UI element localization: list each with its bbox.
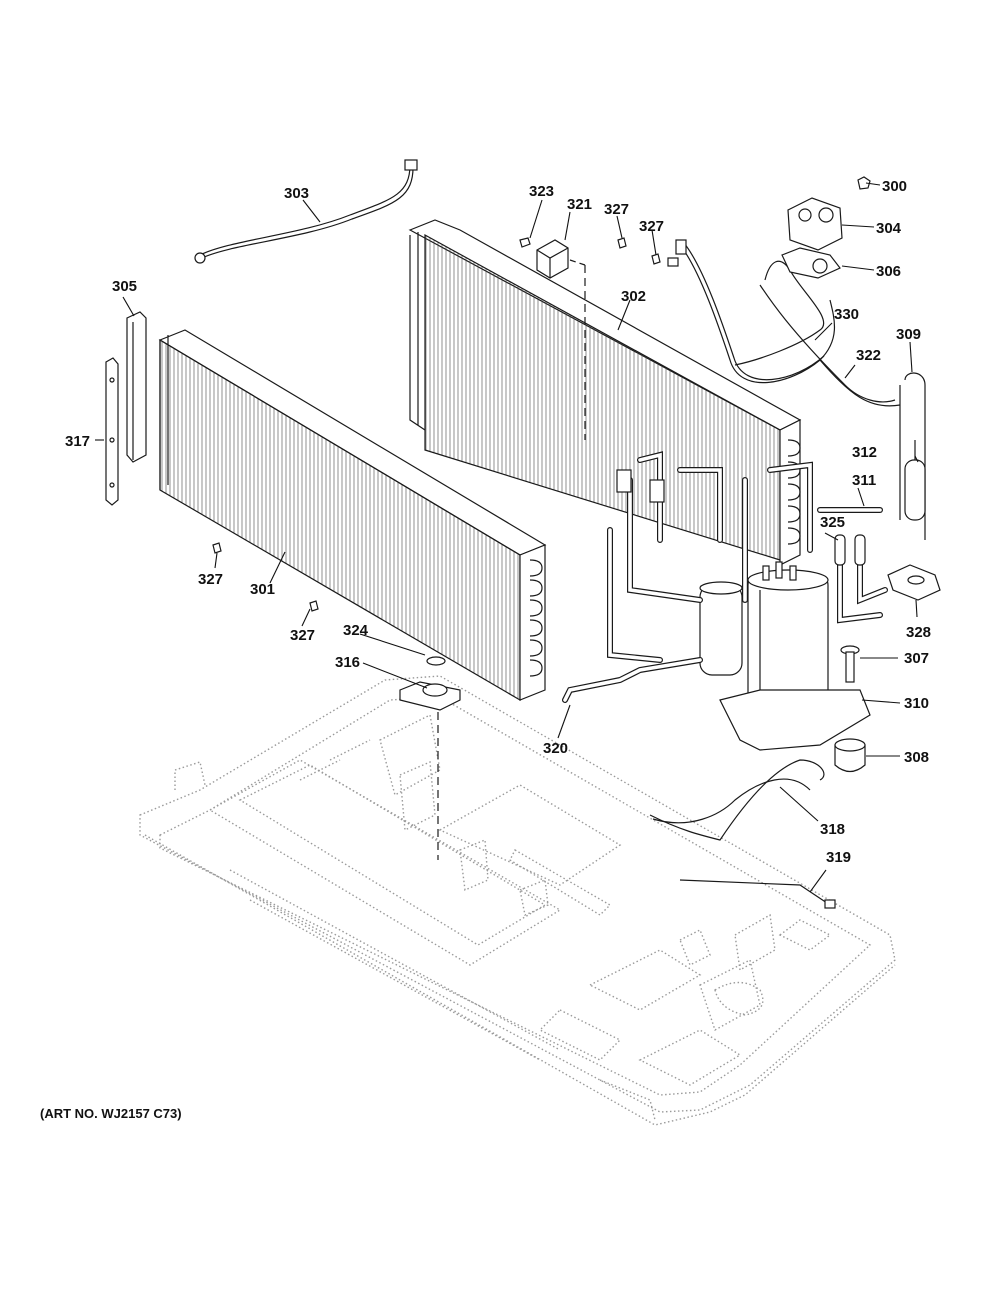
base-pan — [139, 675, 896, 1126]
label-301: 301 — [250, 581, 275, 598]
label-320: 320 — [543, 740, 568, 757]
label-322: 322 — [856, 347, 881, 364]
bolt — [840, 645, 860, 683]
label-303: 303 — [284, 185, 309, 202]
label-327-a: 327 — [604, 201, 629, 218]
evaporator-coil — [408, 219, 802, 566]
thermistor-wire — [649, 759, 836, 909]
refrigerant-tubing — [562, 451, 888, 703]
washer — [426, 656, 446, 666]
motor-mount — [399, 681, 461, 860]
sensor-wires — [667, 239, 901, 407]
part-labels: 300 301 302 303 304 305 306 307 308 309 … — [65, 178, 931, 866]
label-327-d: 327 — [290, 627, 315, 644]
label-323: 323 — [529, 183, 554, 200]
condenser-coil — [158, 329, 547, 702]
label-302: 302 — [621, 288, 646, 305]
label-328: 328 — [906, 624, 931, 641]
label-308: 308 — [904, 749, 929, 766]
screw — [519, 237, 531, 248]
wire-harness — [194, 159, 418, 264]
accumulator — [817, 372, 926, 540]
side-seal — [126, 311, 147, 463]
screw-small — [212, 237, 661, 612]
leader-lines — [95, 182, 919, 893]
compressor — [699, 561, 871, 751]
label-327-c: 327 — [198, 571, 223, 588]
label-306: 306 — [876, 263, 901, 280]
label-317: 317 — [65, 433, 90, 450]
label-325: 325 — [820, 514, 845, 531]
label-310: 310 — [904, 695, 929, 712]
run-capacitor — [536, 239, 586, 440]
label-305: 305 — [112, 278, 137, 295]
side-bracket — [105, 357, 119, 506]
label-318: 318 — [820, 821, 845, 838]
label-327-b: 327 — [639, 218, 664, 235]
label-309: 309 — [896, 326, 921, 343]
label-304: 304 — [876, 220, 902, 237]
label-319: 319 — [826, 849, 851, 866]
label-312: 312 — [852, 444, 877, 461]
overload-cover — [781, 176, 871, 279]
label-307: 307 — [904, 650, 929, 667]
grommet — [887, 564, 941, 601]
label-330: 330 — [834, 306, 859, 323]
art-number: (ART NO. WJ2157 C73) — [40, 1106, 182, 1121]
rubber-mount — [834, 738, 866, 773]
label-321: 321 — [567, 196, 592, 213]
label-311: 311 — [852, 472, 876, 489]
label-300: 300 — [882, 178, 907, 195]
label-324: 324 — [343, 622, 369, 639]
label-316: 316 — [335, 654, 360, 671]
